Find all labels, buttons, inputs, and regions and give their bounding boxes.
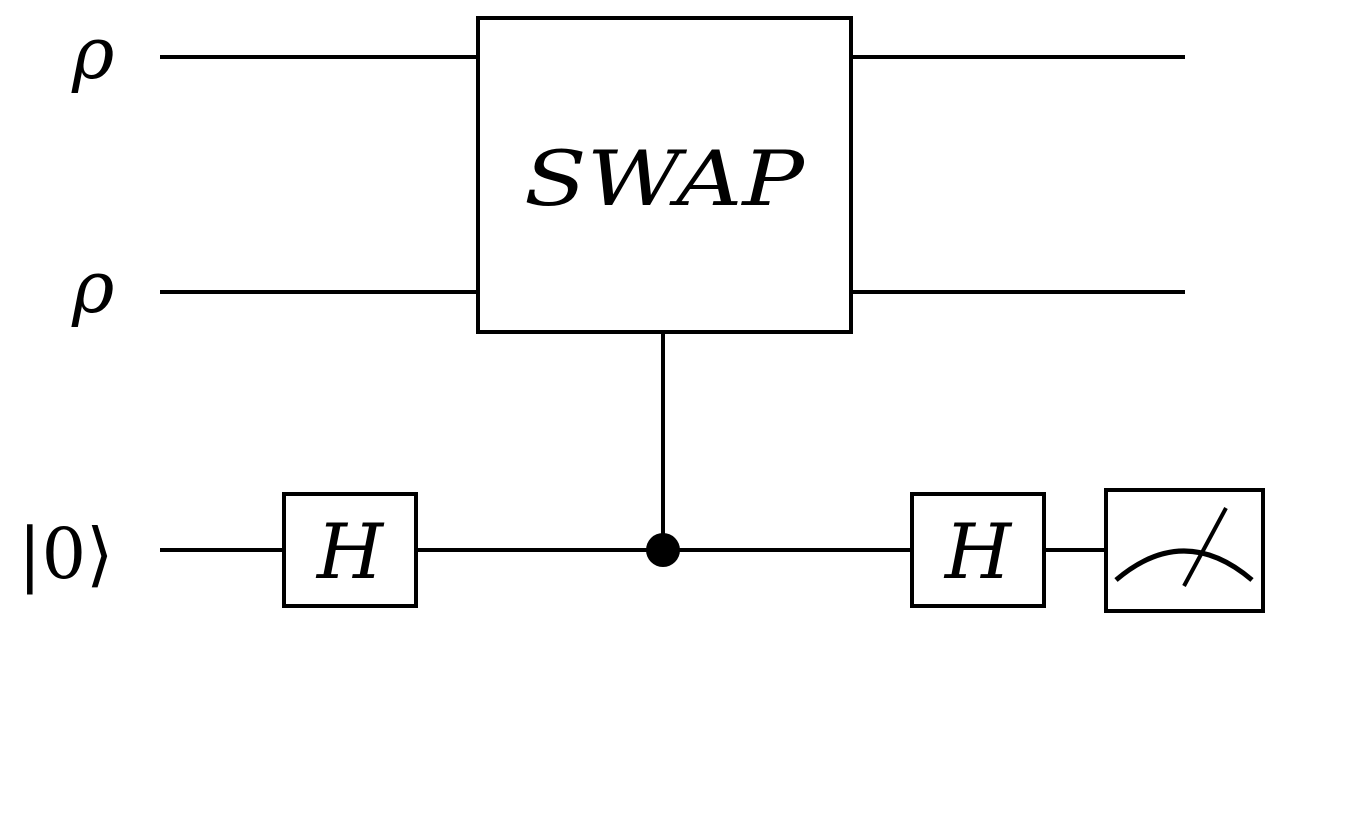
input-label-rho-1: ρ [71,11,114,95]
swap-gate-box [476,16,853,334]
measurement-meter-icon [1114,548,1254,582]
hadamard-gate-2-label: H [943,507,1013,596]
measurement-needle-icon [1182,507,1228,587]
hadamard-gate-1-label: H [315,507,385,596]
control-dot [646,533,680,567]
input-label-rho-2: ρ [71,245,114,329]
swap-gate-label: SWAP [524,134,806,223]
input-label-ket-zero: |0⟩ [18,513,113,595]
hadamard-gate-2 [910,492,1046,608]
hadamard-gate-1 [282,492,418,608]
